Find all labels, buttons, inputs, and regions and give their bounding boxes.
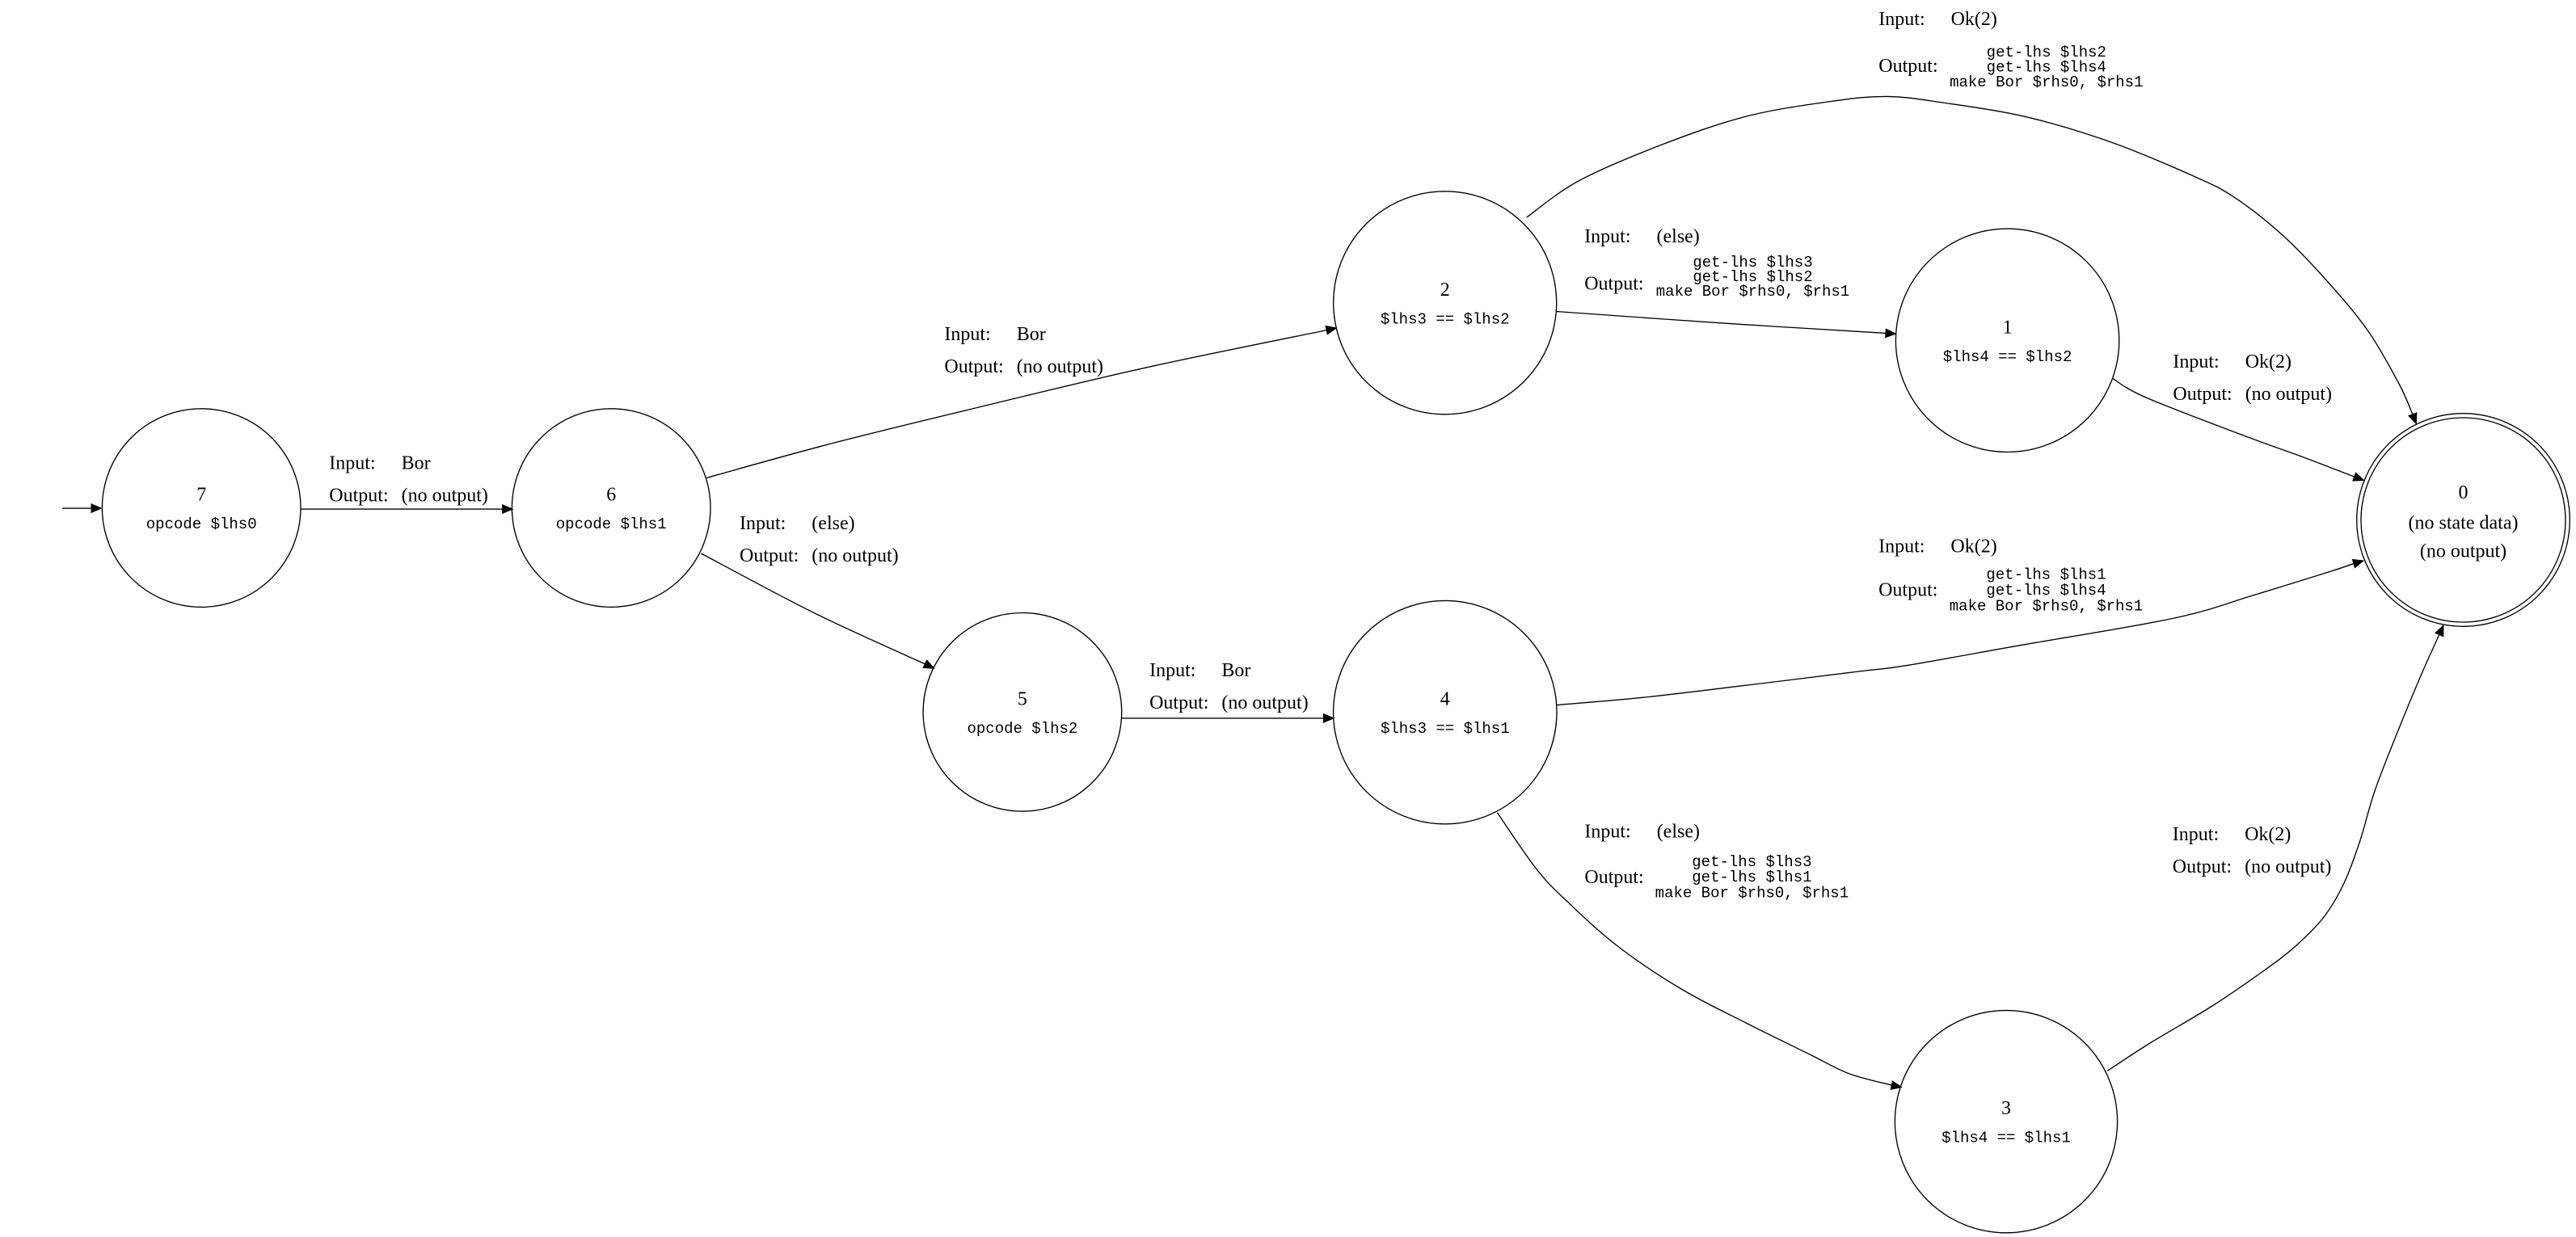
svg-text:get-lhs $lhs4: get-lhs $lhs4 xyxy=(1986,582,2106,600)
svg-text:Input:: Input: xyxy=(1149,660,1195,681)
svg-text:Bor: Bor xyxy=(402,452,431,473)
svg-text:Output:: Output: xyxy=(1878,579,1937,600)
svg-text:get-lhs $lhs1: get-lhs $lhs1 xyxy=(1986,566,2106,583)
svg-text:make Bor $rhs0, $rhs1: make Bor $rhs0, $rhs1 xyxy=(1950,597,2143,615)
svg-text:Input:: Input: xyxy=(1584,822,1630,843)
svg-text:make Bor $rhs0, $rhs1: make Bor $rhs0, $rhs1 xyxy=(1655,885,1849,903)
svg-text:Output:: Output: xyxy=(2173,856,2232,877)
svg-text:(no output): (no output) xyxy=(402,485,488,506)
svg-text:get-lhs $lhs2: get-lhs $lhs2 xyxy=(1693,268,1812,286)
svg-text:Output:: Output: xyxy=(329,485,388,506)
svg-text:Output:: Output: xyxy=(1584,867,1643,888)
svg-text:2: 2 xyxy=(1440,280,1450,301)
svg-text:get-lhs $lhs1: get-lhs $lhs1 xyxy=(1692,869,1811,886)
svg-text:(no output): (no output) xyxy=(2245,856,2331,877)
svg-text:Ok(2): Ok(2) xyxy=(1951,9,1997,30)
svg-text:opcode $lhs0: opcode $lhs0 xyxy=(146,515,257,533)
svg-text:$lhs4 == $lhs1: $lhs4 == $lhs1 xyxy=(1941,1130,2071,1147)
svg-text:get-lhs $lhs3: get-lhs $lhs3 xyxy=(1693,254,1812,271)
svg-text:1: 1 xyxy=(2003,317,2013,338)
svg-text:Input:: Input: xyxy=(1878,536,1925,557)
svg-text:Input:: Input: xyxy=(1584,226,1630,247)
svg-text:Ok(2): Ok(2) xyxy=(2245,824,2291,845)
svg-text:Output:: Output: xyxy=(1878,56,1937,77)
svg-text:Output:: Output: xyxy=(740,545,799,566)
svg-text:Output:: Output: xyxy=(1584,273,1643,294)
svg-text:(no output): (no output) xyxy=(1017,356,1103,377)
svg-text:Input:: Input: xyxy=(329,452,375,473)
svg-text:Bor: Bor xyxy=(1221,660,1250,681)
svg-text:make Bor $rhs0, $rhs1: make Bor $rhs0, $rhs1 xyxy=(1656,283,1849,301)
svg-text:Input:: Input: xyxy=(944,324,990,345)
svg-text:Input:: Input: xyxy=(2173,824,2219,845)
svg-text:(else): (else) xyxy=(1657,226,1700,247)
svg-text:get-lhs $lhs3: get-lhs $lhs3 xyxy=(1692,853,1811,871)
svg-text:get-lhs $lhs4: get-lhs $lhs4 xyxy=(1987,59,2106,77)
svg-text:0: 0 xyxy=(2459,482,2468,503)
svg-text:$lhs3 == $lhs2: $lhs3 == $lhs2 xyxy=(1381,310,1510,328)
svg-text:3: 3 xyxy=(2001,1098,2011,1119)
svg-text:(else): (else) xyxy=(812,513,854,534)
svg-text:Ok(2): Ok(2) xyxy=(2245,351,2291,372)
svg-text:Output:: Output: xyxy=(944,356,1003,377)
svg-text:$lhs3 == $lhs1: $lhs3 == $lhs1 xyxy=(1381,720,1510,738)
svg-text:make Bor $rhs0, $rhs1: make Bor $rhs0, $rhs1 xyxy=(1950,74,2143,91)
svg-text:Input:: Input: xyxy=(1878,9,1925,30)
svg-text:Input:: Input: xyxy=(2173,351,2219,372)
svg-text:Output:: Output: xyxy=(2173,384,2232,405)
svg-text:opcode $lhs2: opcode $lhs2 xyxy=(967,720,1077,738)
svg-text:4: 4 xyxy=(1440,689,1450,710)
svg-text:$lhs4 == $lhs2: $lhs4 == $lhs2 xyxy=(1943,348,2072,366)
svg-text:(no output): (no output) xyxy=(2420,541,2506,562)
svg-text:5: 5 xyxy=(1018,688,1027,709)
svg-text:(no state data): (no state data) xyxy=(2409,513,2519,534)
svg-text:Bor: Bor xyxy=(1017,324,1046,345)
svg-text:get-lhs $lhs2: get-lhs $lhs2 xyxy=(1987,44,2106,61)
svg-text:7: 7 xyxy=(196,485,206,506)
svg-text:Output:: Output: xyxy=(1149,692,1208,713)
svg-text:6: 6 xyxy=(606,485,616,506)
svg-text:(no output): (no output) xyxy=(812,545,898,566)
svg-text:(no output): (no output) xyxy=(2245,384,2332,405)
svg-text:(else): (else) xyxy=(1657,822,1700,843)
svg-text:Ok(2): Ok(2) xyxy=(1950,536,1996,557)
svg-text:(no output): (no output) xyxy=(1221,692,1308,713)
svg-text:Input:: Input: xyxy=(740,513,786,534)
svg-text:opcode $lhs1: opcode $lhs1 xyxy=(556,515,667,533)
